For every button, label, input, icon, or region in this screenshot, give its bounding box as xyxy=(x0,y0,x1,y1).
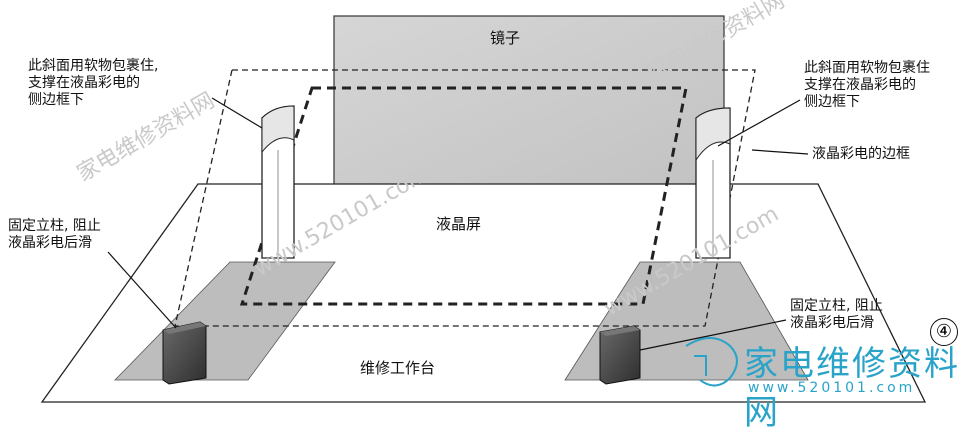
leader-slope-left xyxy=(211,97,263,129)
mirror-panel xyxy=(333,15,725,187)
watermark-url: www.520101.com xyxy=(748,380,916,396)
leader-slope-right xyxy=(717,99,801,147)
diagram-canvas: 家电维修资料网 www.520101.com www.520101.com 家电… xyxy=(8,0,958,433)
workbench-label: 维修工作台 xyxy=(360,359,436,377)
leader-post-right xyxy=(639,319,787,351)
post-right-label: 固定立柱, 阻止 液晶彩电后滑 xyxy=(790,298,883,331)
tv-frame-outline xyxy=(174,69,756,327)
watermark-logo-icon xyxy=(685,337,738,387)
leader-post-left xyxy=(107,251,177,329)
slope-right-label: 此斜面用软物包裹住 支撑在液晶彩电的 侧边框下 xyxy=(804,60,930,110)
mirror-label: 镜子 xyxy=(490,29,521,47)
left-fixed-post xyxy=(162,321,207,385)
figure-number: ④ xyxy=(930,318,958,346)
post-left-label: 固定立柱, 阻止 液晶彩电后滑 xyxy=(8,218,101,251)
tv-frame-label: 液晶彩电的边框 xyxy=(812,146,910,162)
left-support-slope xyxy=(261,105,295,154)
right-fixed-post xyxy=(599,325,641,385)
right-support-slope xyxy=(695,107,731,162)
slope-left-label: 此斜面用软物包裹住, 支撑在液晶彩电的 侧边框下 xyxy=(28,58,159,108)
lcd-screen-label: 液晶屏 xyxy=(436,215,482,233)
leader-tv-frame xyxy=(751,149,809,155)
diagram-svg xyxy=(40,15,927,403)
